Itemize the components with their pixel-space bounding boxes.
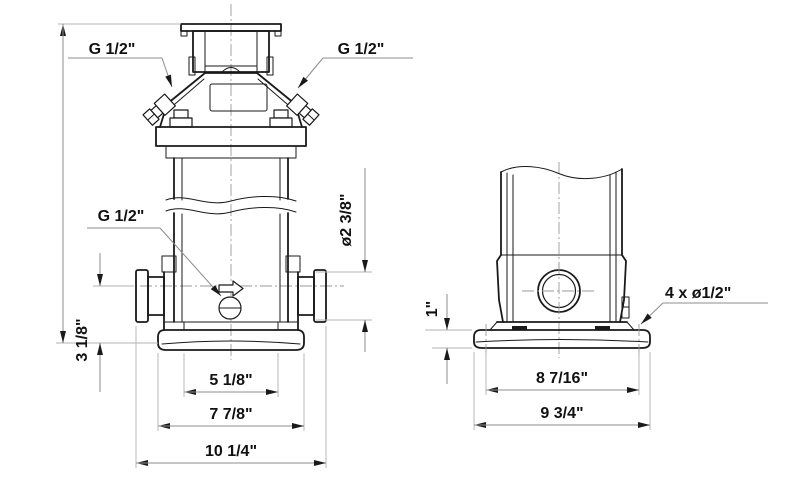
flange-bolt-right	[273, 109, 289, 119]
dimension-overall-port-to-port: 10 1/4"	[135, 326, 327, 468]
break-line	[500, 166, 623, 179]
vent-port-left	[142, 93, 176, 126]
dimension-label: 9 3/4"	[540, 405, 583, 422]
dimension-label: 3 1/8"	[74, 318, 91, 361]
dimension-label: 5 1/8"	[209, 372, 252, 389]
dimension-port-center-height: 3 1/8"	[74, 253, 134, 392]
break-line	[165, 195, 297, 204]
dimension-label: ø2 3/8"	[338, 194, 355, 247]
nameplate	[209, 83, 268, 112]
port-label: G 1/2"	[98, 208, 145, 225]
break-line	[165, 206, 297, 215]
leader-mounting-holes: 4 x ø1/2"	[640, 285, 768, 325]
port-label: G 1/2"	[338, 41, 385, 58]
dimension-label: 7 7/8"	[209, 406, 252, 423]
port-label: G 1/2"	[89, 41, 136, 58]
mounting-holes-label: 4 x ø1/2"	[665, 285, 731, 302]
dimension-label: 8 7/16"	[536, 370, 588, 387]
flange-bolt-left	[173, 109, 189, 119]
pump-head	[142, 72, 320, 159]
port-face	[522, 262, 596, 322]
base-plate-front	[157, 329, 305, 351]
side-view: 1" 8 7/16" 9 3/4" 4 x ø1/2"	[424, 162, 768, 430]
leader-drain-port: G 1/2"	[87, 208, 222, 297]
leader-port-top-right: G 1/2"	[297, 41, 413, 89]
discharge-port	[313, 269, 327, 323]
dimension-port-diameter: ø2 3/8"	[316, 168, 372, 352]
chamber-sleeve	[165, 157, 297, 323]
base-plate-side	[473, 324, 651, 356]
suction-port	[135, 269, 149, 323]
dimension-base-plate-length: 9 3/4"	[473, 352, 651, 430]
pump-column	[489, 166, 635, 331]
dimension-base-plate-width: 7 7/8"	[157, 353, 305, 431]
dimension-port-bolt-spacing: 5 1/8"	[183, 353, 279, 397]
flow-direction-arrow	[218, 280, 244, 297]
pump-base	[135, 255, 327, 351]
leader-port-top-left: G 1/2"	[68, 41, 173, 88]
motor-stool	[180, 23, 282, 76]
dimension-base-plate-height: 1"	[424, 294, 472, 384]
coupling-guard	[221, 67, 241, 73]
dimension-label: 10 1/4"	[205, 443, 257, 460]
dimension-overall-height	[56, 23, 181, 344]
casting-right-contour	[619, 254, 627, 323]
front-view: 3 1/8" ø2 3/8" 5 1/8" 7 7/8"	[56, 4, 413, 468]
dimension-label: 1"	[424, 301, 441, 317]
dimension-mounting-hole-spacing: 8 7/16"	[485, 352, 640, 395]
vent-port-right	[286, 93, 320, 126]
casting-left-contour	[496, 254, 504, 323]
